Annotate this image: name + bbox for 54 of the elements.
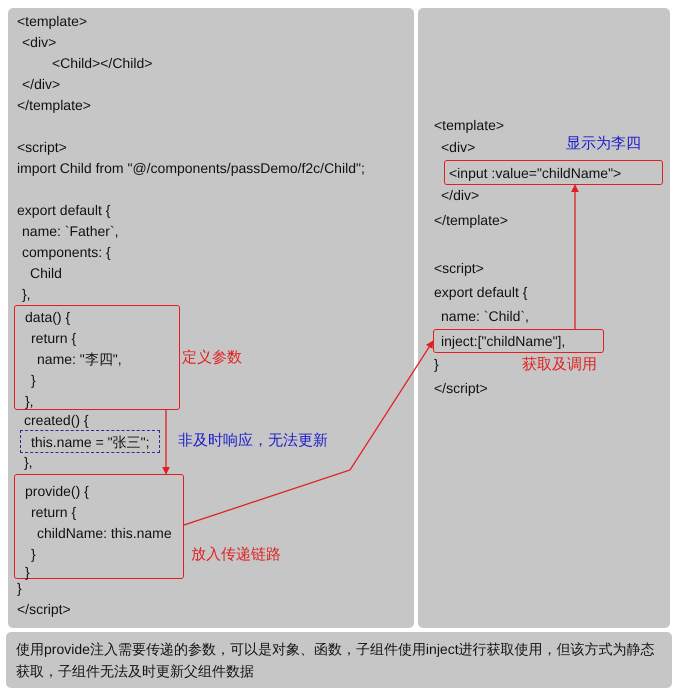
code-line: </script> bbox=[434, 379, 488, 398]
code-line: name: "李四", bbox=[37, 350, 122, 369]
highlight-box bbox=[444, 160, 663, 185]
code-line: components: { bbox=[22, 243, 111, 262]
code-line: name: `Father`, bbox=[22, 222, 118, 241]
code-line: </template> bbox=[434, 211, 508, 230]
code-line: created() { bbox=[24, 411, 89, 430]
code-line: <template> bbox=[17, 12, 88, 31]
code-line: }, bbox=[25, 392, 34, 411]
annotation-text: 显示为李四 bbox=[566, 134, 641, 154]
code-line: this.name = "张三"; bbox=[31, 433, 150, 452]
code-line: <div> bbox=[22, 33, 56, 52]
code-panel bbox=[8, 8, 414, 628]
annotation-text: 获取及调用 bbox=[522, 355, 597, 375]
annotation-text: 非及时响应，无法更新 bbox=[178, 431, 328, 451]
code-line: }, bbox=[22, 285, 31, 304]
code-line: <script> bbox=[17, 138, 67, 157]
highlight-box bbox=[433, 329, 604, 353]
code-line: </template> bbox=[17, 96, 91, 115]
code-line: export default { bbox=[434, 283, 528, 302]
code-line: return { bbox=[31, 329, 76, 348]
code-line: <input :value="childName"> bbox=[449, 164, 622, 183]
dotted-box bbox=[20, 430, 160, 453]
code-line: inject:["childName"], bbox=[441, 332, 566, 351]
annotation-text: 定义参数 bbox=[182, 348, 242, 368]
highlight-box bbox=[14, 474, 184, 579]
code-line: <Child></Child> bbox=[52, 54, 152, 73]
annotation-text: 放入传递链路 bbox=[191, 545, 281, 565]
code-line: <template> bbox=[434, 116, 504, 135]
arrow bbox=[184, 340, 434, 526]
code-line: childName: this.name bbox=[37, 524, 172, 543]
code-line: } bbox=[17, 579, 22, 598]
code-panel bbox=[418, 8, 670, 628]
arrow bbox=[571, 184, 579, 329]
code-line: return { bbox=[31, 503, 76, 522]
code-line: <div> bbox=[441, 138, 476, 157]
code-line: } bbox=[434, 355, 439, 374]
code-line: export default { bbox=[17, 201, 110, 220]
code-line: Child bbox=[30, 264, 62, 283]
code-line: } bbox=[31, 545, 36, 564]
code-line: import Child from "@/components/passDemo/f2c/Child"; bbox=[17, 159, 365, 178]
code-line: </div> bbox=[441, 186, 480, 205]
code-line: </script> bbox=[17, 600, 71, 619]
code-line: } bbox=[25, 563, 30, 582]
code-line: }, bbox=[24, 453, 33, 472]
code-line: provide() { bbox=[25, 482, 89, 501]
arrow bbox=[162, 410, 170, 475]
highlight-box bbox=[14, 305, 180, 410]
code-line: <script> bbox=[434, 259, 484, 278]
caption-box: 使用provide注入需要传递的参数，可以是对象、函数，子组件使用inject进行获取使用，但该方式为静态获取，子组件无法及时更新父组件数据 bbox=[6, 632, 672, 688]
code-line: name: `Child`, bbox=[441, 307, 529, 326]
code-line: </div> bbox=[22, 75, 60, 94]
code-line: } bbox=[31, 371, 36, 390]
code-line: data() { bbox=[25, 308, 70, 327]
